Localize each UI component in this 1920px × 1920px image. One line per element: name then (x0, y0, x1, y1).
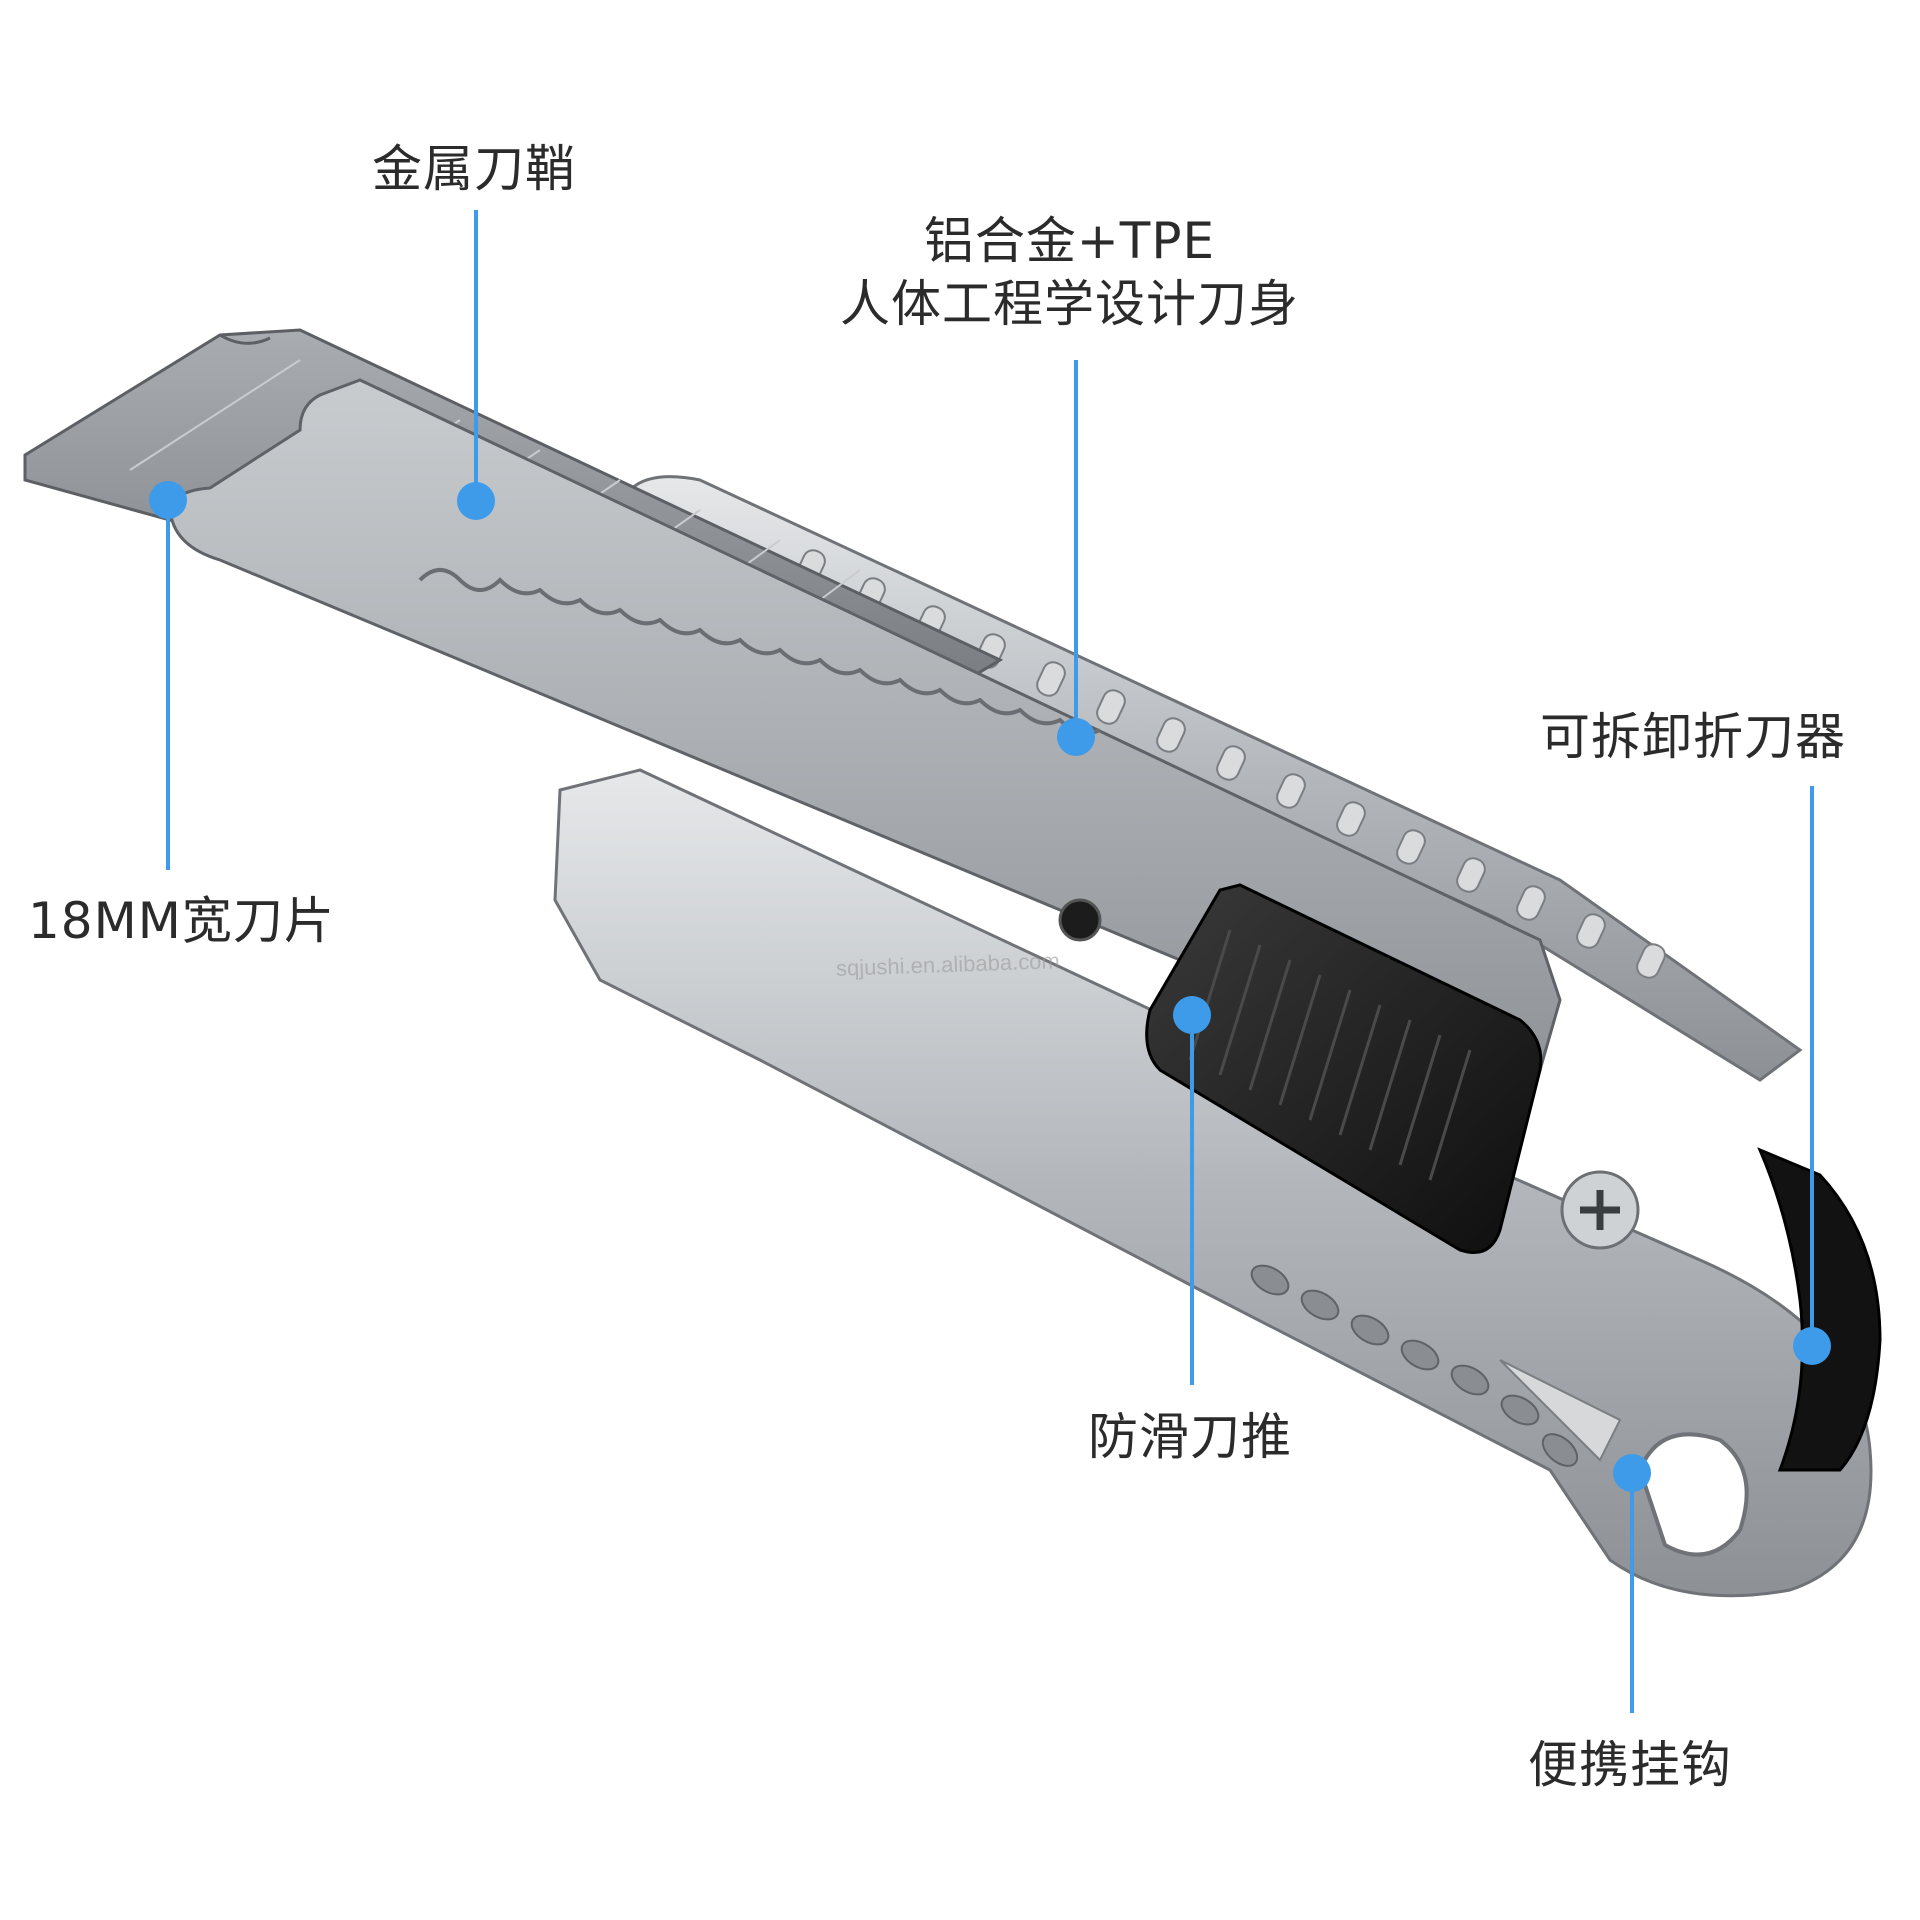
screw-icon (1560, 1170, 1640, 1250)
label-body-line2: 人体工程学设计刀身 (840, 274, 1299, 333)
slider-grip (1145, 883, 1543, 1254)
callout-dot-icon (1793, 1327, 1831, 1365)
rear-end-cap (1757, 1147, 1882, 1472)
leader-slider (1190, 1015, 1194, 1385)
callout-dot-icon (1057, 718, 1095, 756)
handle-body (553, 768, 1873, 1598)
callout-dot-icon (149, 481, 187, 519)
callout-dot-icon (457, 482, 495, 520)
leader-hook (1630, 1473, 1634, 1713)
label-anti-slip-slider: 防滑刀推 (1088, 1408, 1292, 1466)
label-hanging-hook: 便携挂钩 (1528, 1736, 1732, 1794)
label-blade-width: 18MM宽刀片 (28, 892, 335, 950)
leader-body-material (1074, 360, 1078, 735)
label-metal-sheath: 金属刀鞘 (372, 140, 576, 198)
label-snapper: 可拆卸折刀器 (1540, 708, 1846, 766)
leader-snapper (1810, 786, 1814, 1346)
leader-blade (166, 500, 170, 870)
label-body-material: 铝合金+TPE 人体工程学设计刀身 (840, 210, 1299, 335)
leader-metal-sheath (474, 210, 478, 500)
label-body-line1: 铝合金+TPE (923, 212, 1216, 270)
